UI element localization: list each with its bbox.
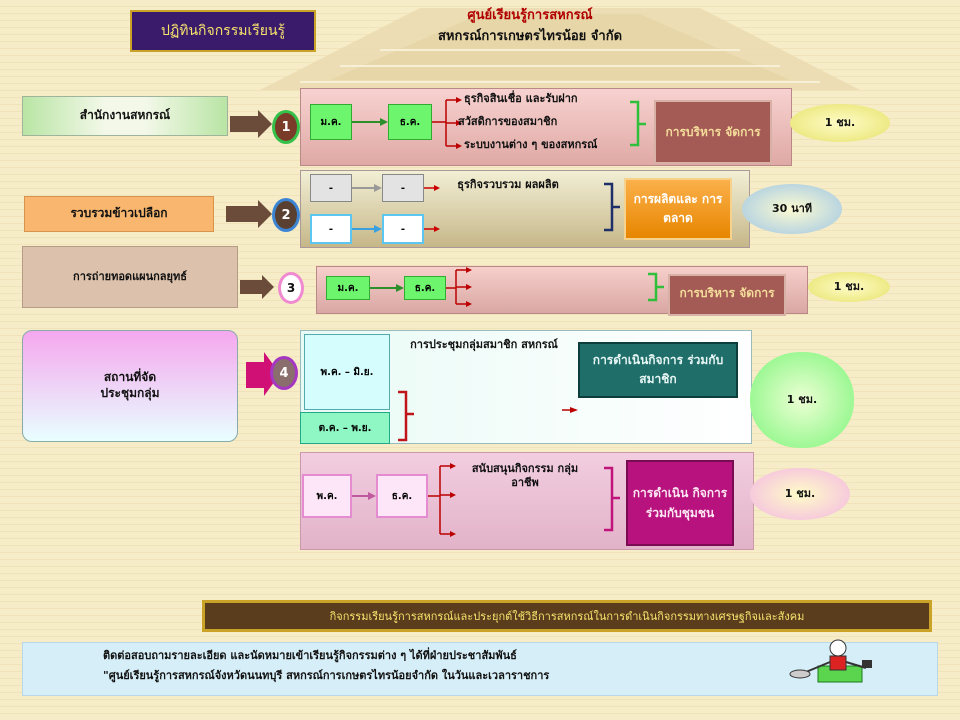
row4-number-badge: 4 bbox=[270, 356, 298, 390]
row4-time-cloud: 1 ชม. bbox=[750, 352, 854, 448]
row5-month-start: พ.ค. bbox=[302, 474, 352, 518]
row1-number-badge: 1 bbox=[272, 110, 300, 144]
row1-arrow bbox=[230, 116, 260, 132]
row5-time-cloud: 1 ชม. bbox=[750, 468, 850, 520]
contact-line1: ติดต่อสอบถามรายละเอียด และนัดหมายเข้าเรี… bbox=[103, 649, 517, 662]
row3-number-badge: 3 bbox=[278, 272, 304, 304]
row1-result: การบริหาร จัดการ bbox=[654, 100, 772, 164]
row3-label: การถ่ายทอดแผนกลยุทธ์ bbox=[22, 246, 238, 308]
title-line1: ศูนย์เรียนรู้การสหกรณ์ bbox=[467, 8, 593, 23]
contact-panel: ติดต่อสอบถามรายละเอียด และนัดหมายเข้าเรี… bbox=[22, 642, 938, 696]
row5-month-end: ธ.ค. bbox=[376, 474, 428, 518]
row1-item-2: สวัสดิการของสมาชิก bbox=[458, 115, 558, 128]
page-title: ศูนย์เรียนรู้การสหกรณ์ สหกรณ์การเกษตรไทร… bbox=[400, 4, 660, 46]
row1-time-cloud: 1 ชม. bbox=[790, 104, 890, 142]
row3-result: การบริหาร จัดการ bbox=[668, 274, 786, 316]
row1-arrow-head bbox=[258, 110, 272, 138]
row4-month-end: ต.ค. – พ.ย. bbox=[300, 412, 390, 444]
row4-result: การดำเนินกิจการ ร่วมกับสมาชิก bbox=[578, 342, 738, 398]
row4-label: สถานที่จัด ประชุมกลุ่ม bbox=[22, 330, 238, 442]
row4-month-start: พ.ค. – มิ.ย. bbox=[304, 334, 390, 410]
row5-result: การดำเนิน กิจการ ร่วมกับชุมชน bbox=[626, 460, 734, 546]
row2-number-badge: 2 bbox=[272, 198, 300, 232]
row4-label-line1: สถานที่จัด bbox=[103, 370, 157, 385]
row2-text: ธุรกิจรวบรวม ผลผลิต bbox=[457, 178, 559, 191]
row2-box-4: - bbox=[382, 214, 424, 244]
row1-month-start: ม.ค. bbox=[310, 104, 352, 140]
activity-calendar-label: ปฏิทินกิจกรรมเรียนรู้ bbox=[130, 10, 316, 52]
row3-arrow-head bbox=[262, 275, 274, 299]
row5-text: สนับสนุนกิจกรรม กลุ่มอาชีพ bbox=[471, 462, 579, 490]
row1-item-1: ธุรกิจสินเชื่อ และรับฝาก bbox=[464, 92, 578, 105]
row2-box-1: - bbox=[310, 174, 352, 202]
footer-banner: กิจกรรมเรียนรู้การสหกรณ์และประยุกต์ใช้วิ… bbox=[202, 600, 932, 632]
row3-month-start: ม.ค. bbox=[326, 276, 370, 300]
contact-line2: "ศูนย์เรียนรู้การสหกรณ์จังหวัดนนทบุรี สห… bbox=[103, 669, 550, 682]
title-line2: สหกรณ์การเกษตรไทรน้อย จำกัด bbox=[437, 29, 623, 44]
row4-arrow bbox=[246, 362, 266, 388]
row4-label-line2: ประชุมกลุ่ม bbox=[100, 386, 160, 400]
row1-item-3: ระบบงานต่าง ๆ ของสหกรณ์ bbox=[464, 138, 598, 151]
row1-label: สำนักงานสหกรณ์ bbox=[22, 96, 228, 136]
row2-label: รวบรวมข้าวเปลือก bbox=[24, 196, 214, 232]
row2-arrow bbox=[226, 206, 260, 222]
row3-arrow bbox=[240, 280, 264, 294]
row2-box-2: - bbox=[382, 174, 424, 202]
row3-month-end: ธ.ค. bbox=[404, 276, 446, 300]
row3-time-cloud: 1 ชม. bbox=[808, 272, 890, 302]
row2-time-cloud: 30 นาที bbox=[742, 184, 842, 234]
row4-text: การประชุมกลุ่มสมาชิก สหกรณ์ bbox=[410, 338, 558, 351]
row2-result: การผลิตและ การตลาด bbox=[624, 178, 732, 240]
row2-box-3: - bbox=[310, 214, 352, 244]
row2-arrow-head bbox=[258, 200, 272, 228]
row1-month-end: ธ.ค. bbox=[388, 104, 432, 140]
